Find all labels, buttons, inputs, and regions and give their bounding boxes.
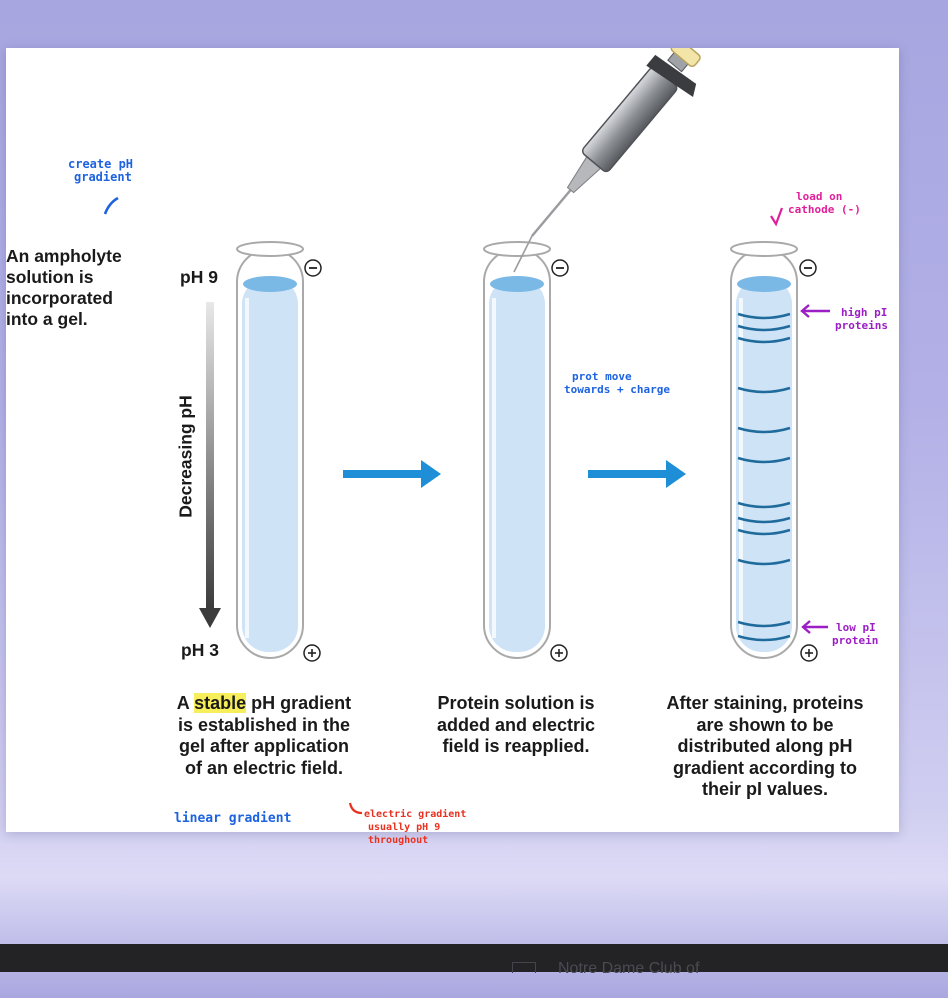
annotation-line: electric gradient (364, 809, 467, 820)
step1-caption-line: gel after application (178, 736, 350, 756)
annotation-line: prot move (572, 370, 632, 383)
step1-description-line: An ampholyte (6, 246, 122, 266)
step1-description: An ampholyte solution is incorporated in… (6, 246, 166, 330)
decreasing-ph-arrow (199, 302, 221, 628)
annotation-line: towards + charge (564, 383, 670, 396)
annotation-line: cathode (-) (788, 203, 861, 216)
step1-caption-pre: A (176, 693, 195, 713)
annotation-linear-gradient: linear gradient (174, 811, 292, 826)
window-thumbnail-icon[interactable] (512, 962, 536, 973)
step1-description-line: incorporated (6, 288, 113, 308)
ph-top-label: pH 9 (180, 267, 218, 287)
bottom-bar-label[interactable]: Notre Dame Club of (558, 960, 700, 977)
load-cathode-check-stroke (770, 207, 784, 227)
step-arrow-2 (588, 460, 686, 488)
gel-tube-3 (730, 241, 798, 659)
step3-caption-line: After staining, proteins (666, 693, 864, 713)
step1-description-line: solution is (6, 267, 94, 287)
isoelectric-focusing-diagram (103, 48, 830, 815)
anode-electrode-1 (303, 644, 321, 662)
step-arrow-1 (343, 460, 441, 488)
annotation-prot-move: prot move towards + charge (564, 370, 670, 396)
annotation-load-cathode: load on cathode (-) (788, 190, 861, 216)
stable-highlight: stable (194, 693, 247, 713)
step2-caption-line: Protein solution is (437, 693, 595, 713)
step1-description-line: into a gel. (6, 309, 88, 329)
step1-caption-line: of an electric field. (184, 757, 344, 778)
ph-bottom-label: pH 3 (181, 640, 219, 660)
low-pi-arrow-stroke (801, 620, 828, 634)
cathode-electrode-1 (304, 259, 322, 277)
cathode-electrode-3 (799, 259, 817, 277)
step3-caption-line: their pI values. (701, 779, 829, 799)
decreasing-ph-label: Decreasing pH (175, 395, 196, 518)
step3-caption-line: distributed along pH (677, 736, 853, 756)
bottom-bar: Notre Dame Club of (0, 944, 948, 977)
cathode-electrode-2 (551, 259, 569, 277)
step1-caption-line: is established in the (177, 714, 351, 735)
step2-caption: Protein solution is added and electric f… (406, 693, 626, 758)
gel-tube-1 (236, 241, 304, 659)
annotation-line: gradient (74, 170, 132, 184)
annotation-line: high pI (841, 306, 888, 319)
step2-caption-line: field is reapplied. (442, 736, 590, 756)
annotation-line: throughout (368, 835, 429, 846)
figure-card: An ampholyte solution is incorporated in… (6, 48, 899, 846)
create-ph-arrow-stroke (103, 196, 119, 215)
annotation-low-pi: low pI protein (832, 621, 878, 647)
annotation-line: proteins (835, 319, 888, 332)
gel-tube-2 (483, 241, 551, 659)
electric-gradient-hook-stroke (348, 802, 363, 815)
annotation-line: low pI (836, 621, 876, 634)
protein-bands (737, 312, 791, 642)
anode-electrode-3 (800, 644, 818, 662)
annotation-electric-gradient: electric gradient usually pH 9 throughou… (364, 808, 466, 847)
high-pi-arrow-stroke (800, 304, 830, 318)
annotation-create-ph: create pH gradient (68, 158, 133, 184)
anode-electrode-2 (550, 644, 568, 662)
annotation-line: create pH (68, 157, 134, 171)
pipette-illustration (513, 48, 701, 273)
step3-caption-line: are shown to be (696, 714, 834, 735)
step3-caption-line: gradient according to (672, 757, 858, 778)
annotation-high-pi: high pI proteins (835, 306, 888, 332)
step3-caption: After staining, proteins are shown to be… (640, 693, 890, 801)
step1-caption: A stable pH gradient is established in t… (144, 693, 384, 779)
annotation-line: load on (796, 190, 843, 203)
annotation-line: usually pH 9 (368, 822, 441, 833)
annotation-line: protein (832, 634, 879, 647)
step1-caption-post: pH gradient (246, 693, 352, 713)
step2-caption-line: added and electric (436, 714, 596, 735)
